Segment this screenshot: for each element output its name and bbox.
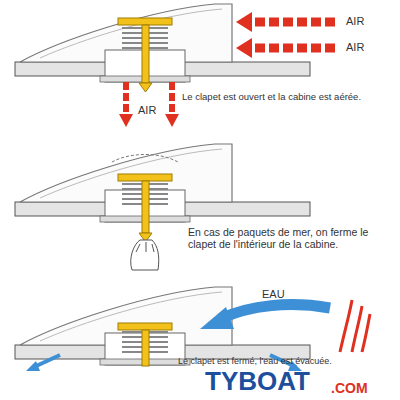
air-arrow bbox=[169, 82, 175, 114]
air-arrow bbox=[252, 44, 335, 53]
arrow-head bbox=[236, 12, 252, 32]
arrow-head bbox=[165, 114, 179, 127]
vent-open bbox=[15, 4, 310, 82]
water-arrow bbox=[220, 305, 330, 319]
arrow-head bbox=[200, 307, 234, 329]
caption-text: AIR bbox=[346, 15, 364, 28]
watermark: .COM bbox=[331, 380, 368, 396]
valve-cap bbox=[118, 18, 172, 25]
arrow-head bbox=[119, 114, 133, 127]
watermark: TYBOAT bbox=[205, 367, 310, 397]
panel-closing bbox=[15, 144, 310, 270]
caption-text: AIR bbox=[346, 41, 364, 54]
valve-cap bbox=[118, 323, 172, 330]
caption-text: Le clapet est fermé, l'eau est évacuée. bbox=[178, 356, 396, 366]
arrow-head bbox=[26, 361, 40, 371]
caption-text: En cas de paquets de mer, on ferme le cl… bbox=[188, 226, 393, 250]
valve-stem bbox=[142, 25, 149, 83]
valve-cap bbox=[118, 174, 172, 181]
valve-stem bbox=[142, 330, 149, 366]
air-arrow bbox=[252, 18, 335, 27]
caption-text: EAU bbox=[262, 288, 285, 301]
valve-stem bbox=[142, 181, 149, 233]
vent-closing bbox=[15, 144, 310, 222]
hand bbox=[131, 240, 159, 270]
caption-text: Le clapet est ouvert et la cabine est aé… bbox=[182, 92, 397, 103]
caption-text: AIR bbox=[138, 104, 156, 117]
arrow-head bbox=[236, 38, 252, 58]
dashed-lid bbox=[112, 155, 178, 163]
water-out-arrow bbox=[34, 355, 60, 367]
vent-closed bbox=[15, 287, 310, 365]
hand-fingers bbox=[136, 242, 154, 252]
valve-knob bbox=[139, 83, 152, 92]
air-arrow bbox=[123, 82, 129, 114]
logo-sails bbox=[340, 300, 370, 352]
